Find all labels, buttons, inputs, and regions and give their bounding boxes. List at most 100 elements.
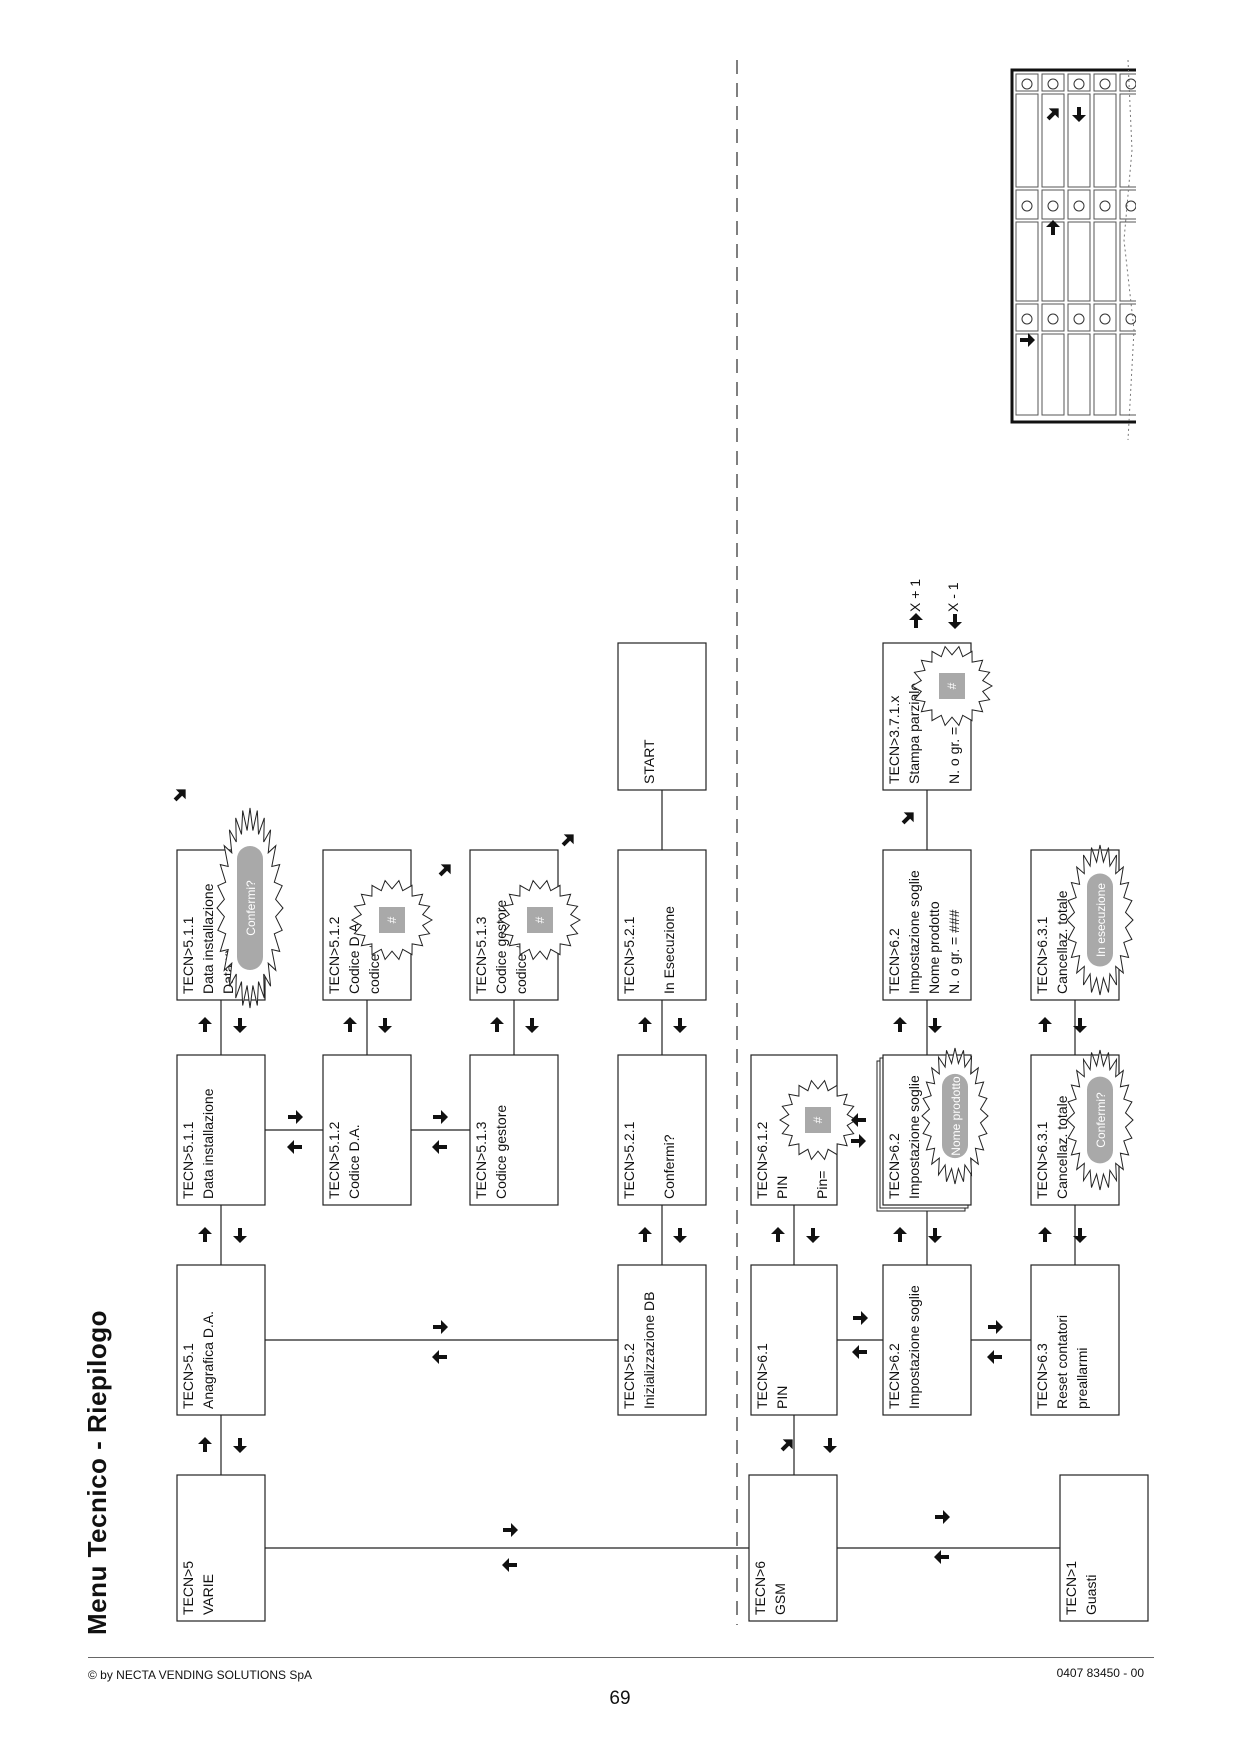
menu-box-frame [176, 1474, 266, 1622]
arrow-shape [198, 1227, 212, 1242]
arrow-icon [928, 1018, 942, 1033]
menu-box-line: TECN>5.2 [621, 1343, 637, 1409]
menu-box-frame [617, 642, 707, 791]
menu-box-start: START [617, 642, 707, 791]
arrow-shape [893, 1227, 907, 1242]
arrow-shape [233, 1018, 247, 1033]
arrow-shape [433, 1110, 448, 1124]
arrow-icon [198, 1017, 212, 1032]
arrow-icon [233, 1018, 247, 1033]
arrow-icon [853, 1311, 868, 1325]
keypad-key [1067, 333, 1091, 416]
arrow-icon [893, 1017, 907, 1032]
arrow-shape [806, 1228, 820, 1243]
legend-arrow-icon [1020, 333, 1035, 347]
tear-edge [1123, 59, 1135, 441]
starburst-b-stampa: # [911, 645, 993, 727]
keypad-led-icon [1073, 200, 1085, 212]
arrow-icon [934, 1550, 949, 1564]
menu-box-line: N. o gr. = [946, 727, 962, 784]
keypad-key [1015, 333, 1039, 416]
menu-box-frame [882, 1264, 972, 1416]
arrow-shape [771, 1227, 785, 1242]
arrow-icon [561, 834, 574, 847]
arrow-shape [173, 789, 186, 802]
keypad-led-icon [1125, 78, 1137, 90]
menu-box-line: PIN [774, 1176, 790, 1199]
menu-box-line: TECN>6.2 [886, 1133, 902, 1199]
keypad-key [1041, 93, 1065, 188]
arrow-shape [288, 1110, 303, 1124]
arrow-icon [198, 1437, 212, 1452]
menu-box-line: TECN>6.1 [754, 1343, 770, 1409]
arrow-shape [987, 1350, 1002, 1364]
menu-box-line: TECN>5.1.2 [326, 916, 342, 994]
footer-divider [88, 1657, 1154, 1658]
arrow-shape [198, 1437, 212, 1452]
starburst-pill [1087, 1076, 1113, 1164]
starburst-b-esec: In esecuzione [1066, 844, 1134, 996]
arrow-shape [433, 1320, 448, 1334]
keypad-led-icon [1021, 313, 1033, 325]
arrow-shape [1020, 333, 1035, 347]
arrow-shape [1038, 1017, 1052, 1032]
menu-box-line: TECN>6.2 [886, 1343, 902, 1409]
page-number: 69 [609, 1688, 631, 1709]
starburst-keypad [805, 1107, 831, 1133]
starburst-label: # [385, 916, 399, 923]
keypad-led-icon [1125, 313, 1137, 325]
keypad-key [1015, 221, 1039, 302]
arrow-shape [893, 1017, 907, 1032]
arrow-shape [851, 1134, 866, 1148]
menu-box-frame [1059, 1474, 1149, 1622]
arrow-shape [901, 812, 914, 825]
arrow-icon [673, 1018, 687, 1033]
arrow-icon [503, 1523, 518, 1537]
arrow-icon [233, 1228, 247, 1243]
arrow-icon [287, 1140, 302, 1154]
arrow-icon [851, 1134, 866, 1148]
menu-box-line: Reset contatori [1054, 1315, 1070, 1409]
arrow-shape [823, 1438, 837, 1453]
starburst-label: Confermi? [1094, 1092, 1108, 1148]
arrow-shape [287, 1140, 302, 1154]
menu-box-line: TECN>6.1.2 [754, 1121, 770, 1199]
menu-box-line: Data installazione [200, 1088, 216, 1199]
starburst-b-pin: # [779, 1079, 857, 1161]
menu-box-line: TECN>6.3 [1034, 1343, 1050, 1409]
arrow-shape [935, 1510, 950, 1524]
menu-box-line: Stampa parziale [906, 683, 922, 784]
menu-box-line: GSM [772, 1583, 788, 1615]
starburst-b-nome: Nome prodotto [921, 1047, 989, 1185]
arrow-icon [433, 1320, 448, 1334]
menu-box-line: Guasti [1083, 1575, 1099, 1615]
keypad-key [1041, 333, 1065, 416]
legend-arrow-icon [1046, 108, 1059, 121]
menu-box-line: Codice D.A. [346, 1124, 362, 1199]
arrow-shape [948, 614, 962, 629]
starburst-label: # [811, 1116, 825, 1123]
menu-box-line: Anagrafica D.A. [200, 1311, 216, 1409]
menu-box-line: START [641, 739, 657, 784]
keypad-key [1093, 333, 1117, 416]
menu-box-frame [750, 1264, 838, 1416]
menu-box-frame [617, 849, 707, 1001]
arrow-icon [851, 1113, 866, 1127]
keypad-key [1093, 221, 1117, 302]
menu-box-line: Data installazione [200, 883, 216, 994]
arrow-icon [378, 1018, 392, 1033]
arrow-icon [502, 1558, 517, 1572]
arrow-icon [438, 864, 451, 877]
starburst-keypad [379, 907, 405, 933]
legend-arrow-icon [1072, 107, 1086, 122]
arrow-shape [1038, 1227, 1052, 1242]
arrow-icon [771, 1227, 785, 1242]
menu-box-frame [322, 1054, 412, 1206]
menu-box-line: TECN>5 [180, 1561, 196, 1615]
